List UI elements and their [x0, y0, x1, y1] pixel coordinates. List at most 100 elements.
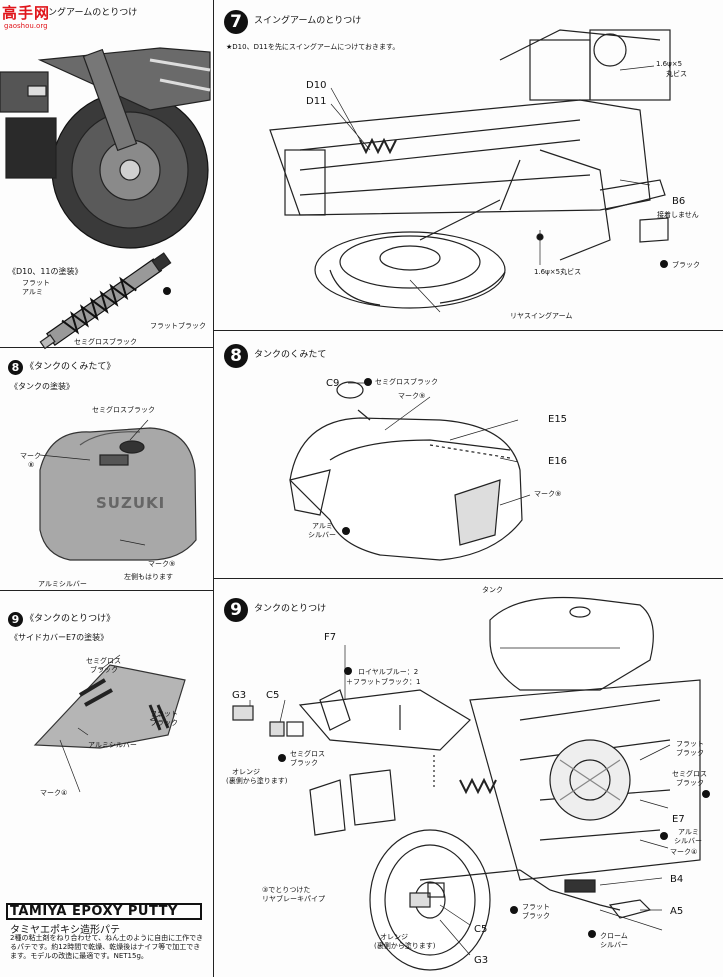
screw-label-2: 丸ビス: [666, 70, 687, 78]
part-b4: B4: [670, 874, 684, 885]
label-mark9: マーク⑨: [534, 490, 562, 498]
label-black: ブラック: [522, 912, 550, 920]
b6-note: 接着しません: [657, 211, 699, 219]
label-rear-brake-pipe: リヤブレーキパイプ: [262, 895, 325, 903]
paint-dot-icon: [342, 527, 350, 535]
label-black: ブラック: [672, 261, 700, 269]
label-orange-note: (裏側から塗ります): [374, 942, 436, 950]
label-mark4: マーク④: [670, 848, 698, 856]
label-orange-note: (裏側から塗ります): [226, 777, 288, 785]
paint-dot-icon: [702, 790, 710, 798]
label-semigloss: セミグロス: [672, 770, 707, 778]
step-number-7: 7: [224, 10, 248, 34]
label-silver: シルバー: [674, 837, 702, 845]
step-number-8: 8: [224, 344, 248, 368]
paint-dot-icon: [278, 754, 286, 762]
label-rear-brake: ③でとりつけた: [262, 886, 311, 894]
paint-dot-icon: [660, 260, 668, 268]
label-tank: タンク: [482, 586, 503, 594]
label-semigloss-black: セミグロスブラック: [375, 378, 438, 386]
label-alumi-silver: アルミシルバー: [38, 580, 87, 588]
label-flat: フラット: [676, 740, 704, 748]
step-header-fragment: ングアームのとりつけ: [48, 8, 138, 18]
watermark-url: gaoshou.org: [4, 22, 48, 30]
label-rear-swing-arm: リヤスイングアーム: [510, 312, 573, 320]
part-g3: G3: [474, 955, 489, 966]
step8-title: タンクのくみたて: [254, 350, 327, 360]
step-number-9: 9: [224, 598, 248, 622]
screw-bottom: 1.6ψ×5丸ビス: [534, 268, 582, 276]
label-black: ブラック: [150, 719, 178, 727]
label-mark9-note: 左側もはります: [124, 573, 173, 581]
label-mark9: マーク⑨: [148, 560, 176, 568]
step-number-8: 8: [8, 360, 23, 375]
part-e15: E15: [548, 414, 568, 425]
putty-body: 2種の粘土剤をねり合わせて、ねん土のように自由に工作できるパテです。約12時間で…: [10, 934, 204, 960]
watermark-logo-text: 高手网: [2, 4, 51, 22]
label-mark8-num: ⑧: [28, 461, 35, 469]
step9-paint: 《サイドカバーE7の塗装》: [10, 633, 109, 642]
label-royal-blue: ロイヤルブルー：2: [358, 668, 419, 676]
putty-ad: TAMIYA EPOXY PUTTY タミヤエポキシ造形パテ 2種の粘土剤をねり…: [6, 903, 204, 973]
label-flat: フラット: [522, 903, 550, 911]
section-divider: [0, 347, 213, 348]
label-alumi: アルミ: [678, 828, 699, 836]
part-e7: E7: [672, 814, 685, 825]
step7-note: ★D10、D11を先にスイングアームにつけておきます。: [226, 43, 400, 51]
paint-dot-icon: [344, 667, 352, 675]
part-d10: D10: [306, 80, 327, 91]
paint-dot-icon: [364, 378, 372, 386]
section-divider: [0, 590, 213, 591]
label-chrome: クローム: [600, 932, 628, 940]
part-d11: D11: [306, 96, 327, 107]
part-c5: C5: [474, 924, 488, 935]
label-alumi: アルミ: [22, 288, 43, 296]
step9-title: タンクのとりつけ: [254, 604, 327, 614]
part-b6: B6: [672, 196, 686, 207]
paint-dot-icon: [588, 930, 596, 938]
label-orange: オレンジ: [380, 933, 408, 941]
step8-title: 《タンクのくみたて》: [25, 362, 116, 372]
step7-title: スイングアームのとりつけ: [254, 16, 362, 26]
tank-logo-text: SUZUKI: [96, 494, 166, 512]
label-orange: オレンジ: [232, 768, 260, 776]
paint-dot-icon: [510, 906, 518, 914]
label-mark4: マーク④: [40, 789, 68, 797]
label-black: ブラック: [676, 779, 704, 787]
label-silver: シルバー: [600, 941, 628, 949]
column-divider: [213, 0, 214, 977]
label-flat-black-mix: ＋フラットブラック：1: [346, 678, 421, 686]
label-flat-black: フラットブラック: [150, 322, 206, 330]
step9-title: 《タンクのとりつけ》: [25, 614, 116, 624]
label-flat: フラット: [150, 710, 178, 718]
watermark-logo: 高手网 gaoshou.org: [0, 0, 76, 40]
part-c5: C5: [266, 690, 280, 701]
label-semigloss: セミグロス: [290, 750, 325, 758]
section-divider: [214, 578, 723, 579]
step-number-9: 9: [8, 612, 23, 627]
label-mark8: マーク: [20, 452, 41, 460]
label-alumi: アルミ: [312, 522, 333, 530]
label-alumi-silver: アルミシルバー: [88, 741, 137, 749]
paint-dot-icon: [660, 832, 668, 840]
label-black: ブラック: [290, 759, 318, 767]
label-black: ブラック: [90, 666, 118, 674]
part-g3: G3: [232, 690, 247, 701]
part-c9: C9: [326, 378, 340, 389]
screw-label: 1.6ψ×5: [656, 60, 683, 68]
label-semigloss: セミグロス: [86, 657, 121, 665]
putty-title: TAMIYA EPOXY PUTTY: [6, 903, 202, 920]
part-e16: E16: [548, 456, 568, 467]
paint-dot-icon: [163, 287, 171, 295]
label-flat: フラット: [22, 279, 50, 287]
section-divider: [214, 330, 723, 331]
label-silver: シルバー: [308, 531, 336, 539]
part-f7: F7: [324, 632, 337, 643]
paint-title: 《D10、11の塗装》: [8, 267, 83, 276]
label-semigloss-black: セミグロスブラック: [92, 406, 155, 414]
label-semigloss-black: セミグロスブラック: [74, 338, 137, 346]
label-mark9: マーク⑨: [398, 392, 426, 400]
putty-subtitle: タミヤエポキシ造形パテ: [10, 925, 120, 936]
label-black: ブラック: [676, 749, 704, 757]
